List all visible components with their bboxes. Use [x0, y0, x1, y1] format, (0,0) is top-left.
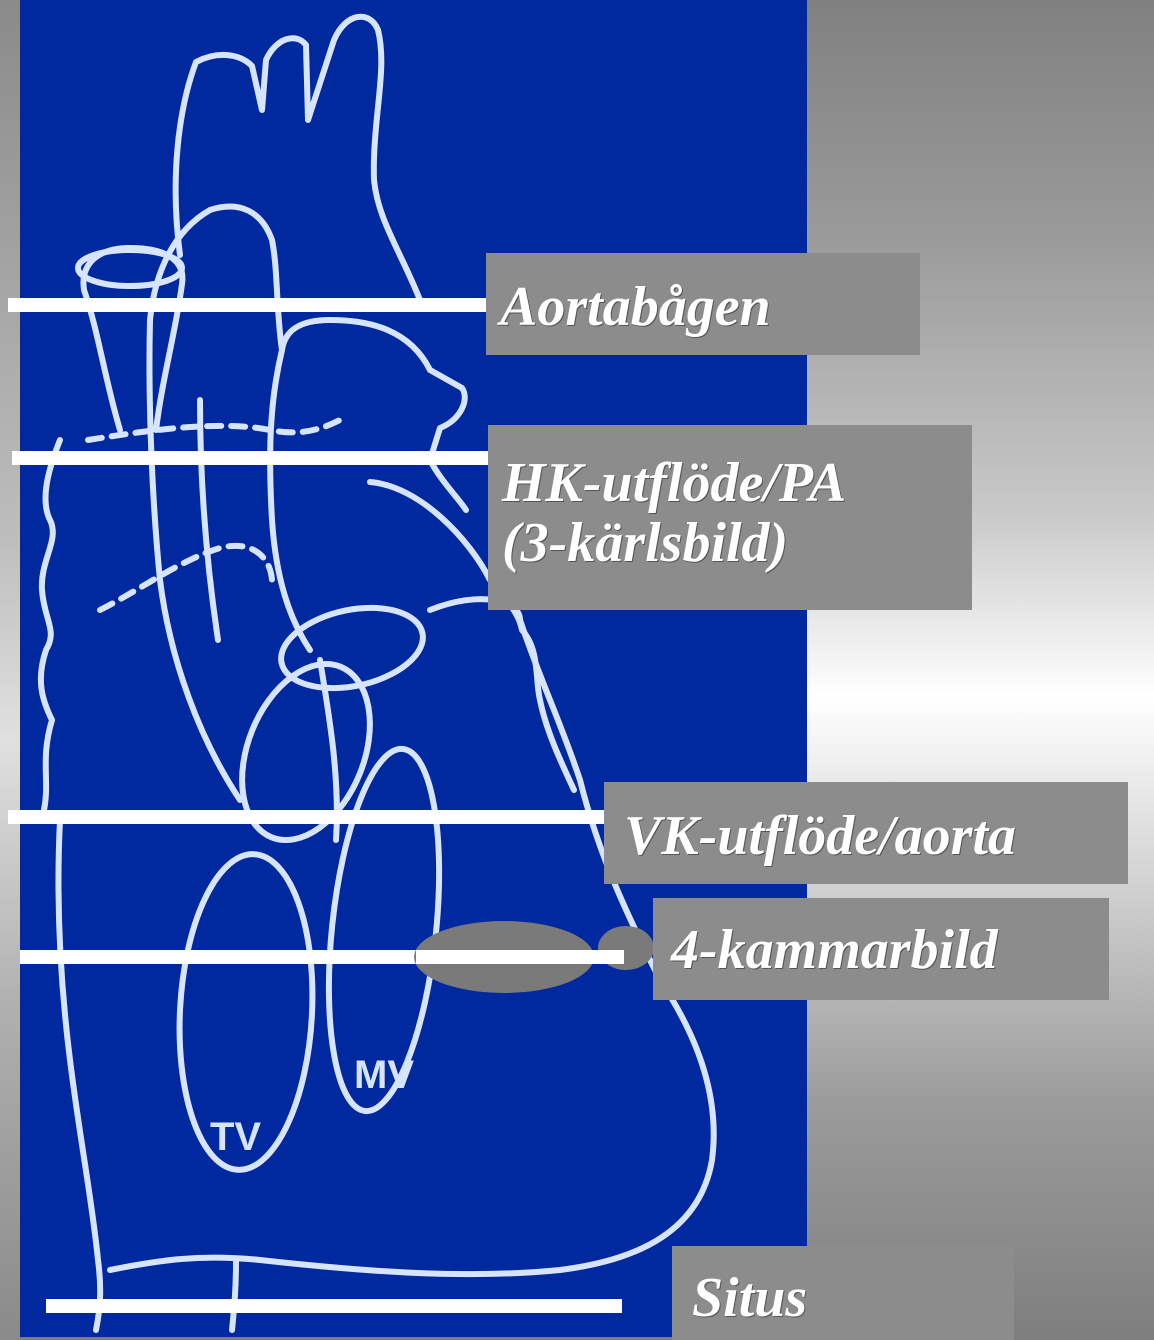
- ivc-outline: [232, 1262, 236, 1330]
- label-situs-text: Situs: [692, 1268, 1014, 1328]
- label-aortic-arch-text: Aortabågen: [500, 277, 920, 337]
- aorta-right-wall: [200, 400, 218, 640]
- label-aortic-arch: Aortabågen: [486, 253, 920, 355]
- ra-dashed-line: [88, 420, 340, 440]
- ascending-aorta-outline: [270, 350, 310, 650]
- right-side-border: [41, 440, 60, 810]
- svc-outline: [83, 248, 182, 430]
- label-four-chamber-text: 4-kammarbild: [671, 920, 1109, 980]
- label-lv-outflow-text: VK-utflöde/aorta: [624, 806, 1128, 866]
- label-rv-outflow-text-2: (3-kärlsbild): [502, 513, 972, 573]
- mitral-valve-label: MV: [354, 1053, 414, 1097]
- tricuspid-valve-label: TV: [210, 1115, 261, 1159]
- right-ventricle-border: [58, 820, 100, 1330]
- label-rv-outflow-text-1: HK-utflöde/PA: [502, 453, 972, 513]
- label-lv-outflow: VK-utflöde/aorta: [604, 782, 1128, 884]
- brachiocephalic-vessels-outline: [176, 17, 420, 300]
- label-rv-outflow: HK-utflöde/PA (3-kärlsbild): [488, 425, 972, 610]
- ra-dashed-lower: [100, 546, 272, 610]
- label-situs: Situs: [672, 1246, 1014, 1340]
- aortic-valve-ring: [274, 596, 431, 700]
- lv-outflow-ring: [218, 645, 394, 859]
- label-four-chamber: 4-kammarbild: [653, 898, 1109, 1000]
